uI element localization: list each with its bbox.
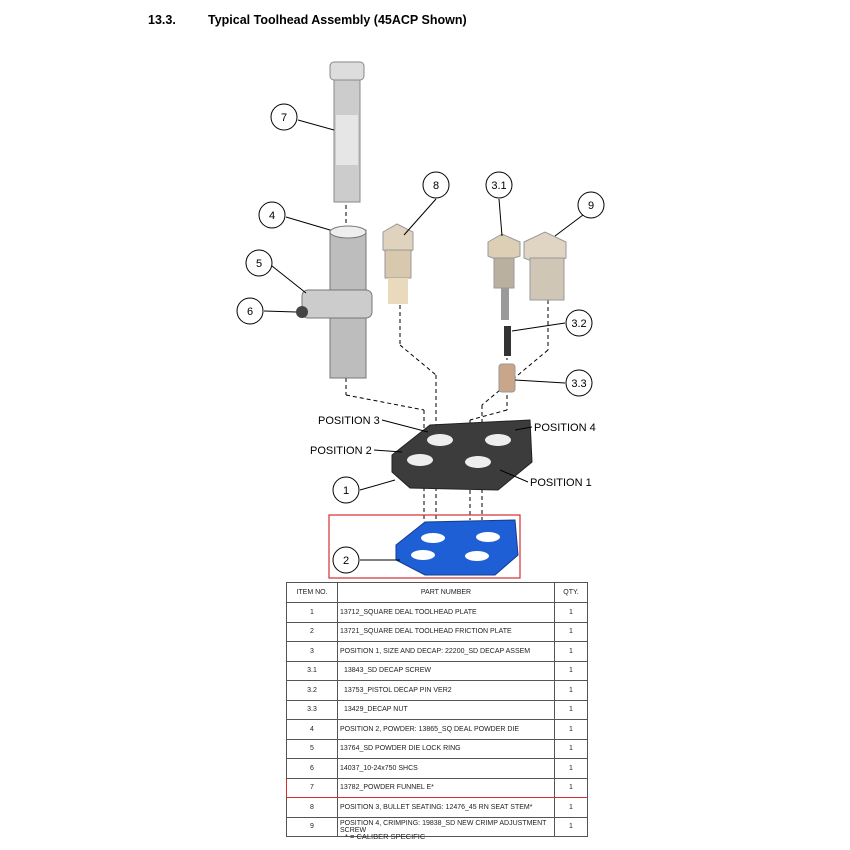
- powder-die-part: [296, 225, 373, 379]
- callout-3-1: 3.1: [485, 171, 513, 199]
- item-no-cell: 3.3: [286, 699, 338, 720]
- label-position-2: POSITION 2: [310, 445, 372, 457]
- item-no-cell: 1: [286, 602, 338, 623]
- part-number-cell: POSITION 1, SIZE AND DECAP: 22200_SD DEC…: [337, 641, 555, 662]
- callout-9: 9: [577, 191, 605, 219]
- svg-text:7: 7: [281, 112, 287, 124]
- qty-cell: 1: [554, 797, 588, 818]
- part-number-cell: 14037_10-24x750 SHCS: [337, 758, 555, 779]
- friction-plate: [395, 519, 519, 576]
- callout-8: 8: [422, 171, 450, 199]
- item-no-cell: 3: [286, 641, 338, 662]
- toolhead-plate: [391, 419, 533, 491]
- callout-3-2: 3.2: [565, 309, 593, 337]
- qty-cell: 1: [554, 680, 588, 701]
- header-part-number: PART NUMBER: [337, 582, 555, 603]
- decap-pin-part: [504, 326, 511, 356]
- callout-5: 5: [245, 249, 273, 277]
- item-no-cell: 3.1: [286, 660, 338, 681]
- qty-cell: 1: [554, 621, 588, 642]
- position-labels: POSITION 3 POSITION 2 POSITION 4 POSITIO…: [310, 415, 596, 489]
- friction-plate-highlight-box: [328, 514, 521, 579]
- callouts: 7 8 3.1 9 4 5 6 3.2 3.3 1 2: [236, 103, 605, 574]
- part-number-cell: 13843_SD DECAP SCREW: [337, 660, 555, 681]
- svg-text:6: 6: [247, 306, 253, 318]
- item-no-cell: 4: [286, 719, 338, 740]
- part-number-cell: 13753_PISTOL DECAP PIN VER2: [337, 680, 555, 701]
- seat-stem-part: [382, 223, 414, 304]
- header-item-no: ITEM NO.: [286, 582, 338, 603]
- svg-text:3.3: 3.3: [571, 378, 586, 390]
- svg-text:3.1: 3.1: [491, 180, 506, 192]
- callout-4: 4: [258, 201, 286, 229]
- qty-cell: 1: [554, 602, 588, 623]
- item-no-cell: 2: [286, 621, 338, 642]
- qty-cell: 1: [554, 719, 588, 740]
- section-title: Typical Toolhead Assembly (45ACP Shown): [208, 13, 467, 27]
- qty-cell: 1: [554, 641, 588, 662]
- crimp-screw-part: [523, 231, 567, 301]
- label-position-3: POSITION 3: [318, 415, 380, 427]
- svg-text:3.2: 3.2: [571, 318, 586, 330]
- svg-text:4: 4: [269, 210, 275, 222]
- label-position-1: POSITION 1: [530, 477, 592, 489]
- part-number-cell: 13429_DECAP NUT: [337, 699, 555, 720]
- svg-text:5: 5: [256, 258, 262, 270]
- callout-6: 6: [236, 297, 264, 325]
- part-number-cell: POSITION 4, CRIMPING: 19838_SD NEW CRIMP…: [337, 816, 555, 837]
- qty-cell: 1: [554, 777, 588, 798]
- item-no-cell: 8: [286, 797, 338, 818]
- part-number-cell: POSITION 2, POWDER: 13865_SQ DEAL POWDER…: [337, 719, 555, 740]
- part-number-cell: 13712_SQUARE DEAL TOOLHEAD PLATE: [337, 602, 555, 623]
- callout-2: 2: [332, 546, 360, 574]
- assembly-diagram: 7 8 3.1 9 4 5 6 3.2 3.3 1 2 POSITION 3 P…: [236, 61, 605, 579]
- item-no-cell: 7: [286, 777, 338, 798]
- svg-text:1: 1: [343, 485, 349, 497]
- footnote: * = CALIBER SPECIFIC: [345, 832, 426, 841]
- item-no-cell: 3.2: [286, 680, 338, 701]
- callout-7: 7: [270, 103, 298, 131]
- qty-cell: 1: [554, 699, 588, 720]
- leader-lines: [263, 119, 584, 561]
- qty-cell: 1: [554, 660, 588, 681]
- callout-3-3: 3.3: [565, 369, 593, 397]
- decap-screw-part: [487, 233, 521, 320]
- decap-nut-part: [498, 363, 516, 393]
- header-qty: QTY.: [554, 582, 588, 603]
- qty-cell: 1: [554, 758, 588, 779]
- item-no-cell: 9: [286, 816, 338, 837]
- part-number-cell: 13782_POWDER FUNNEL E*: [337, 777, 555, 798]
- item-no-cell: 5: [286, 738, 338, 759]
- item-no-cell: 6: [286, 758, 338, 779]
- svg-text:9: 9: [588, 200, 594, 212]
- callout-1: 1: [332, 476, 360, 504]
- qty-cell: 1: [554, 816, 588, 837]
- part-number-cell: 13721_SQUARE DEAL TOOLHEAD FRICTION PLAT…: [337, 621, 555, 642]
- part-number-cell: 13764_SD POWDER DIE LOCK RING: [337, 738, 555, 759]
- svg-text:8: 8: [433, 180, 439, 192]
- part-number-cell: POSITION 3, BULLET SEATING: 12476_45 RN …: [337, 797, 555, 818]
- qty-cell: 1: [554, 738, 588, 759]
- powder-funnel-part: [329, 61, 365, 203]
- label-position-4: POSITION 4: [534, 422, 596, 434]
- section-number: 13.3.: [148, 13, 176, 27]
- svg-text:2: 2: [343, 555, 349, 567]
